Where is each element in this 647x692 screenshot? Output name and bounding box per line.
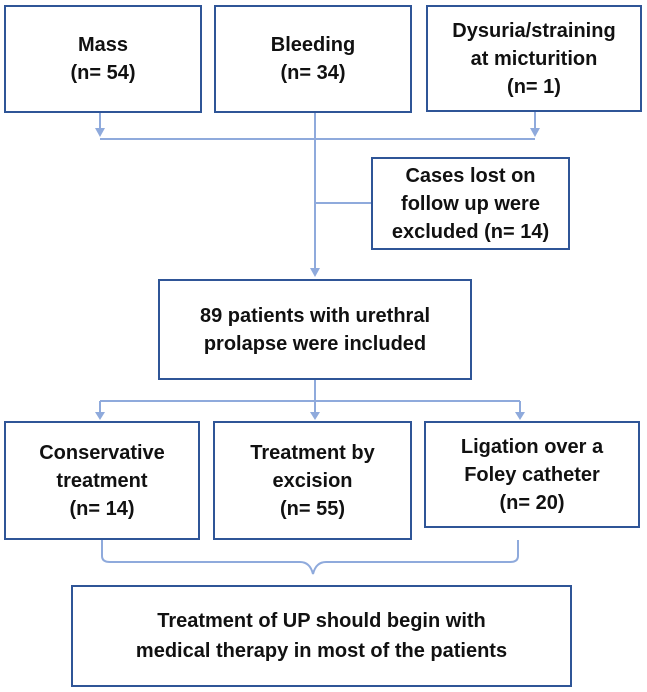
dysuria-label: Dysuria/straining at micturition (n= 1) bbox=[452, 19, 616, 98]
mass-label: Mass (n= 54) bbox=[70, 34, 136, 84]
lost-to-follow-up-box: Cases lost on follow up were excluded (n… bbox=[371, 157, 570, 250]
bleeding-label: Bleeding (n= 34) bbox=[270, 34, 356, 84]
mass-box: Mass (n= 54) bbox=[4, 5, 202, 113]
lost-to-follow-up-label: Cases lost on follow up were excluded (n… bbox=[391, 164, 550, 243]
conservative-treatment-box: Conservative treatment (n= 14) bbox=[4, 421, 200, 540]
excision-treatment-label: Treatment by excision (n= 55) bbox=[250, 441, 375, 520]
included-patients-box: 89 patients with urethral prolapse were … bbox=[158, 279, 472, 380]
dysuria-box: Dysuria/straining at micturition (n= 1) bbox=[426, 5, 642, 112]
conclusion-label: Treatment of UP should begin with medica… bbox=[135, 610, 508, 662]
ligation-treatment-label: Ligation over a Foley catheter (n= 20) bbox=[460, 435, 604, 514]
included-patients-label: 89 patients with urethral prolapse were … bbox=[199, 304, 431, 355]
conclusion-box: Treatment of UP should begin with medica… bbox=[71, 585, 572, 687]
excision-treatment-box: Treatment by excision (n= 55) bbox=[213, 421, 412, 540]
conservative-treatment-label: Conservative treatment (n= 14) bbox=[39, 441, 165, 520]
ligation-treatment-box: Ligation over a Foley catheter (n= 20) bbox=[424, 421, 640, 528]
bleeding-box: Bleeding (n= 34) bbox=[214, 5, 412, 113]
